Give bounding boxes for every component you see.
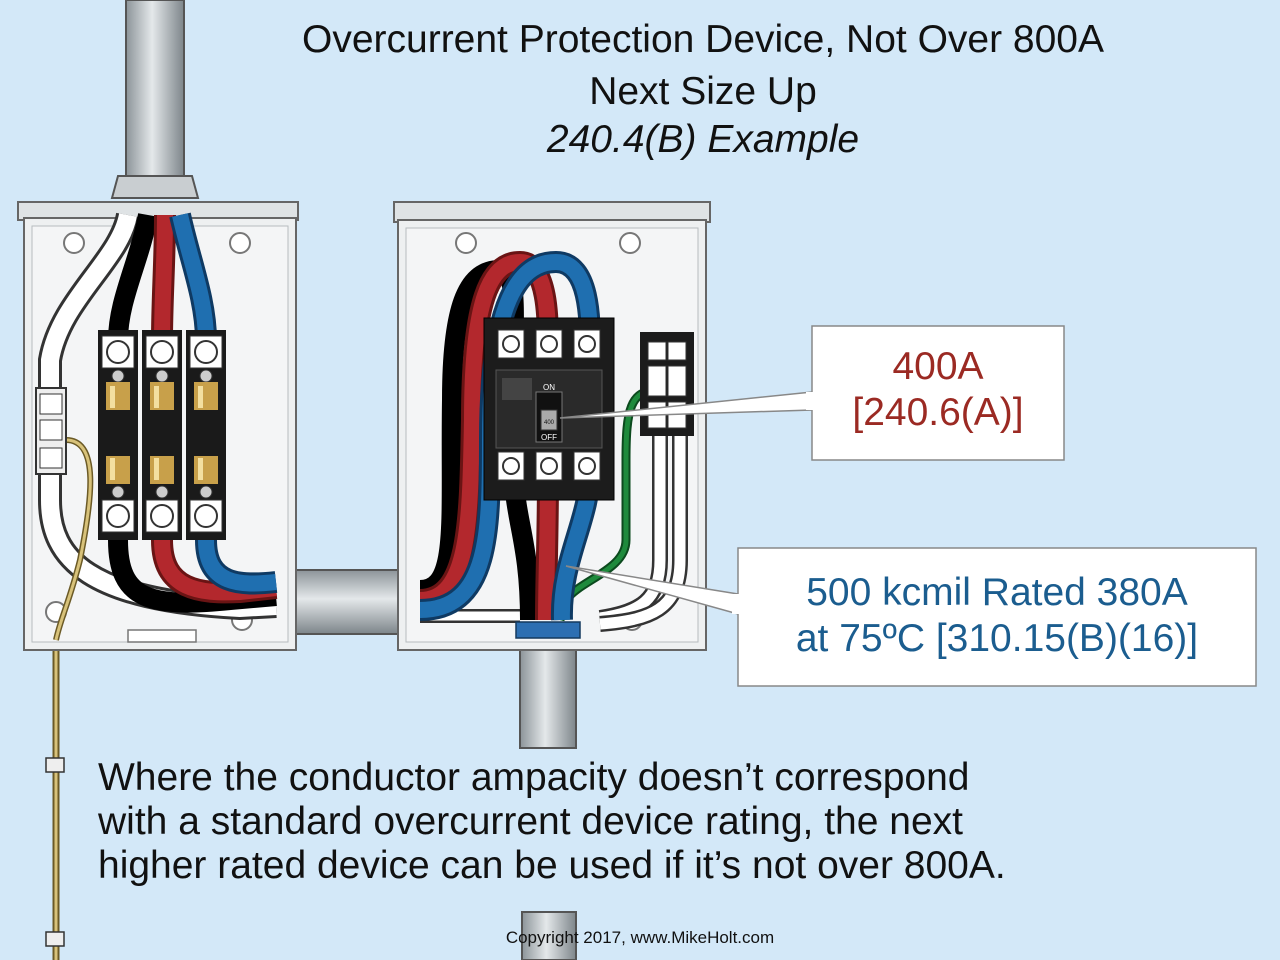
grounding-electrode-conductor bbox=[45, 640, 65, 960]
description-line-2: with a standard overcurrent device ratin… bbox=[98, 800, 963, 843]
service-mast bbox=[110, 0, 200, 199]
description-line-3: higher rated device can be used if it’s … bbox=[98, 844, 1006, 887]
title-line-2: Next Size Up bbox=[589, 70, 817, 113]
bottom-conduit bbox=[519, 635, 577, 960]
conductor-size-text: 500 kcmil Rated 380A bbox=[806, 571, 1188, 614]
breaker-rating-text: 400A bbox=[892, 345, 984, 388]
breaker-callout: 400A [240.6(A)] bbox=[812, 344, 1064, 436]
breaker-callout-box bbox=[559, 325, 1065, 461]
neutral-bar bbox=[35, 387, 67, 475]
conductor-callout-box bbox=[565, 547, 1257, 687]
left-box-conductors bbox=[38, 212, 278, 641]
conductor-reference-text: at 75ºC [310.15(B)(16)] bbox=[795, 617, 1199, 660]
description-line-1: Where the conductor ampacity doesn’t cor… bbox=[98, 756, 970, 799]
breaker-on-label: ON bbox=[543, 383, 555, 392]
breaker-reference-text: [240.6(A)] bbox=[852, 391, 1024, 434]
title-line-3: 240.4(B) Example bbox=[546, 118, 860, 161]
title-line-1: Overcurrent Protection Device, Not Over … bbox=[302, 18, 1104, 61]
circuit-breaker: ON 400 OFF bbox=[483, 317, 615, 501]
fuse-holders bbox=[98, 329, 227, 541]
copyright: Copyright 2017, www.MikeHolt.com bbox=[505, 928, 775, 947]
breaker-rating-label: 400 bbox=[544, 420, 555, 426]
breaker-off-label: OFF bbox=[541, 433, 557, 442]
description: Where the conductor ampacity doesn’t cor… bbox=[98, 756, 1268, 888]
conductor-callout: 500 kcmil Rated 380A at 75ºC [310.15(B)(… bbox=[738, 570, 1256, 662]
terminal-block bbox=[640, 332, 694, 436]
